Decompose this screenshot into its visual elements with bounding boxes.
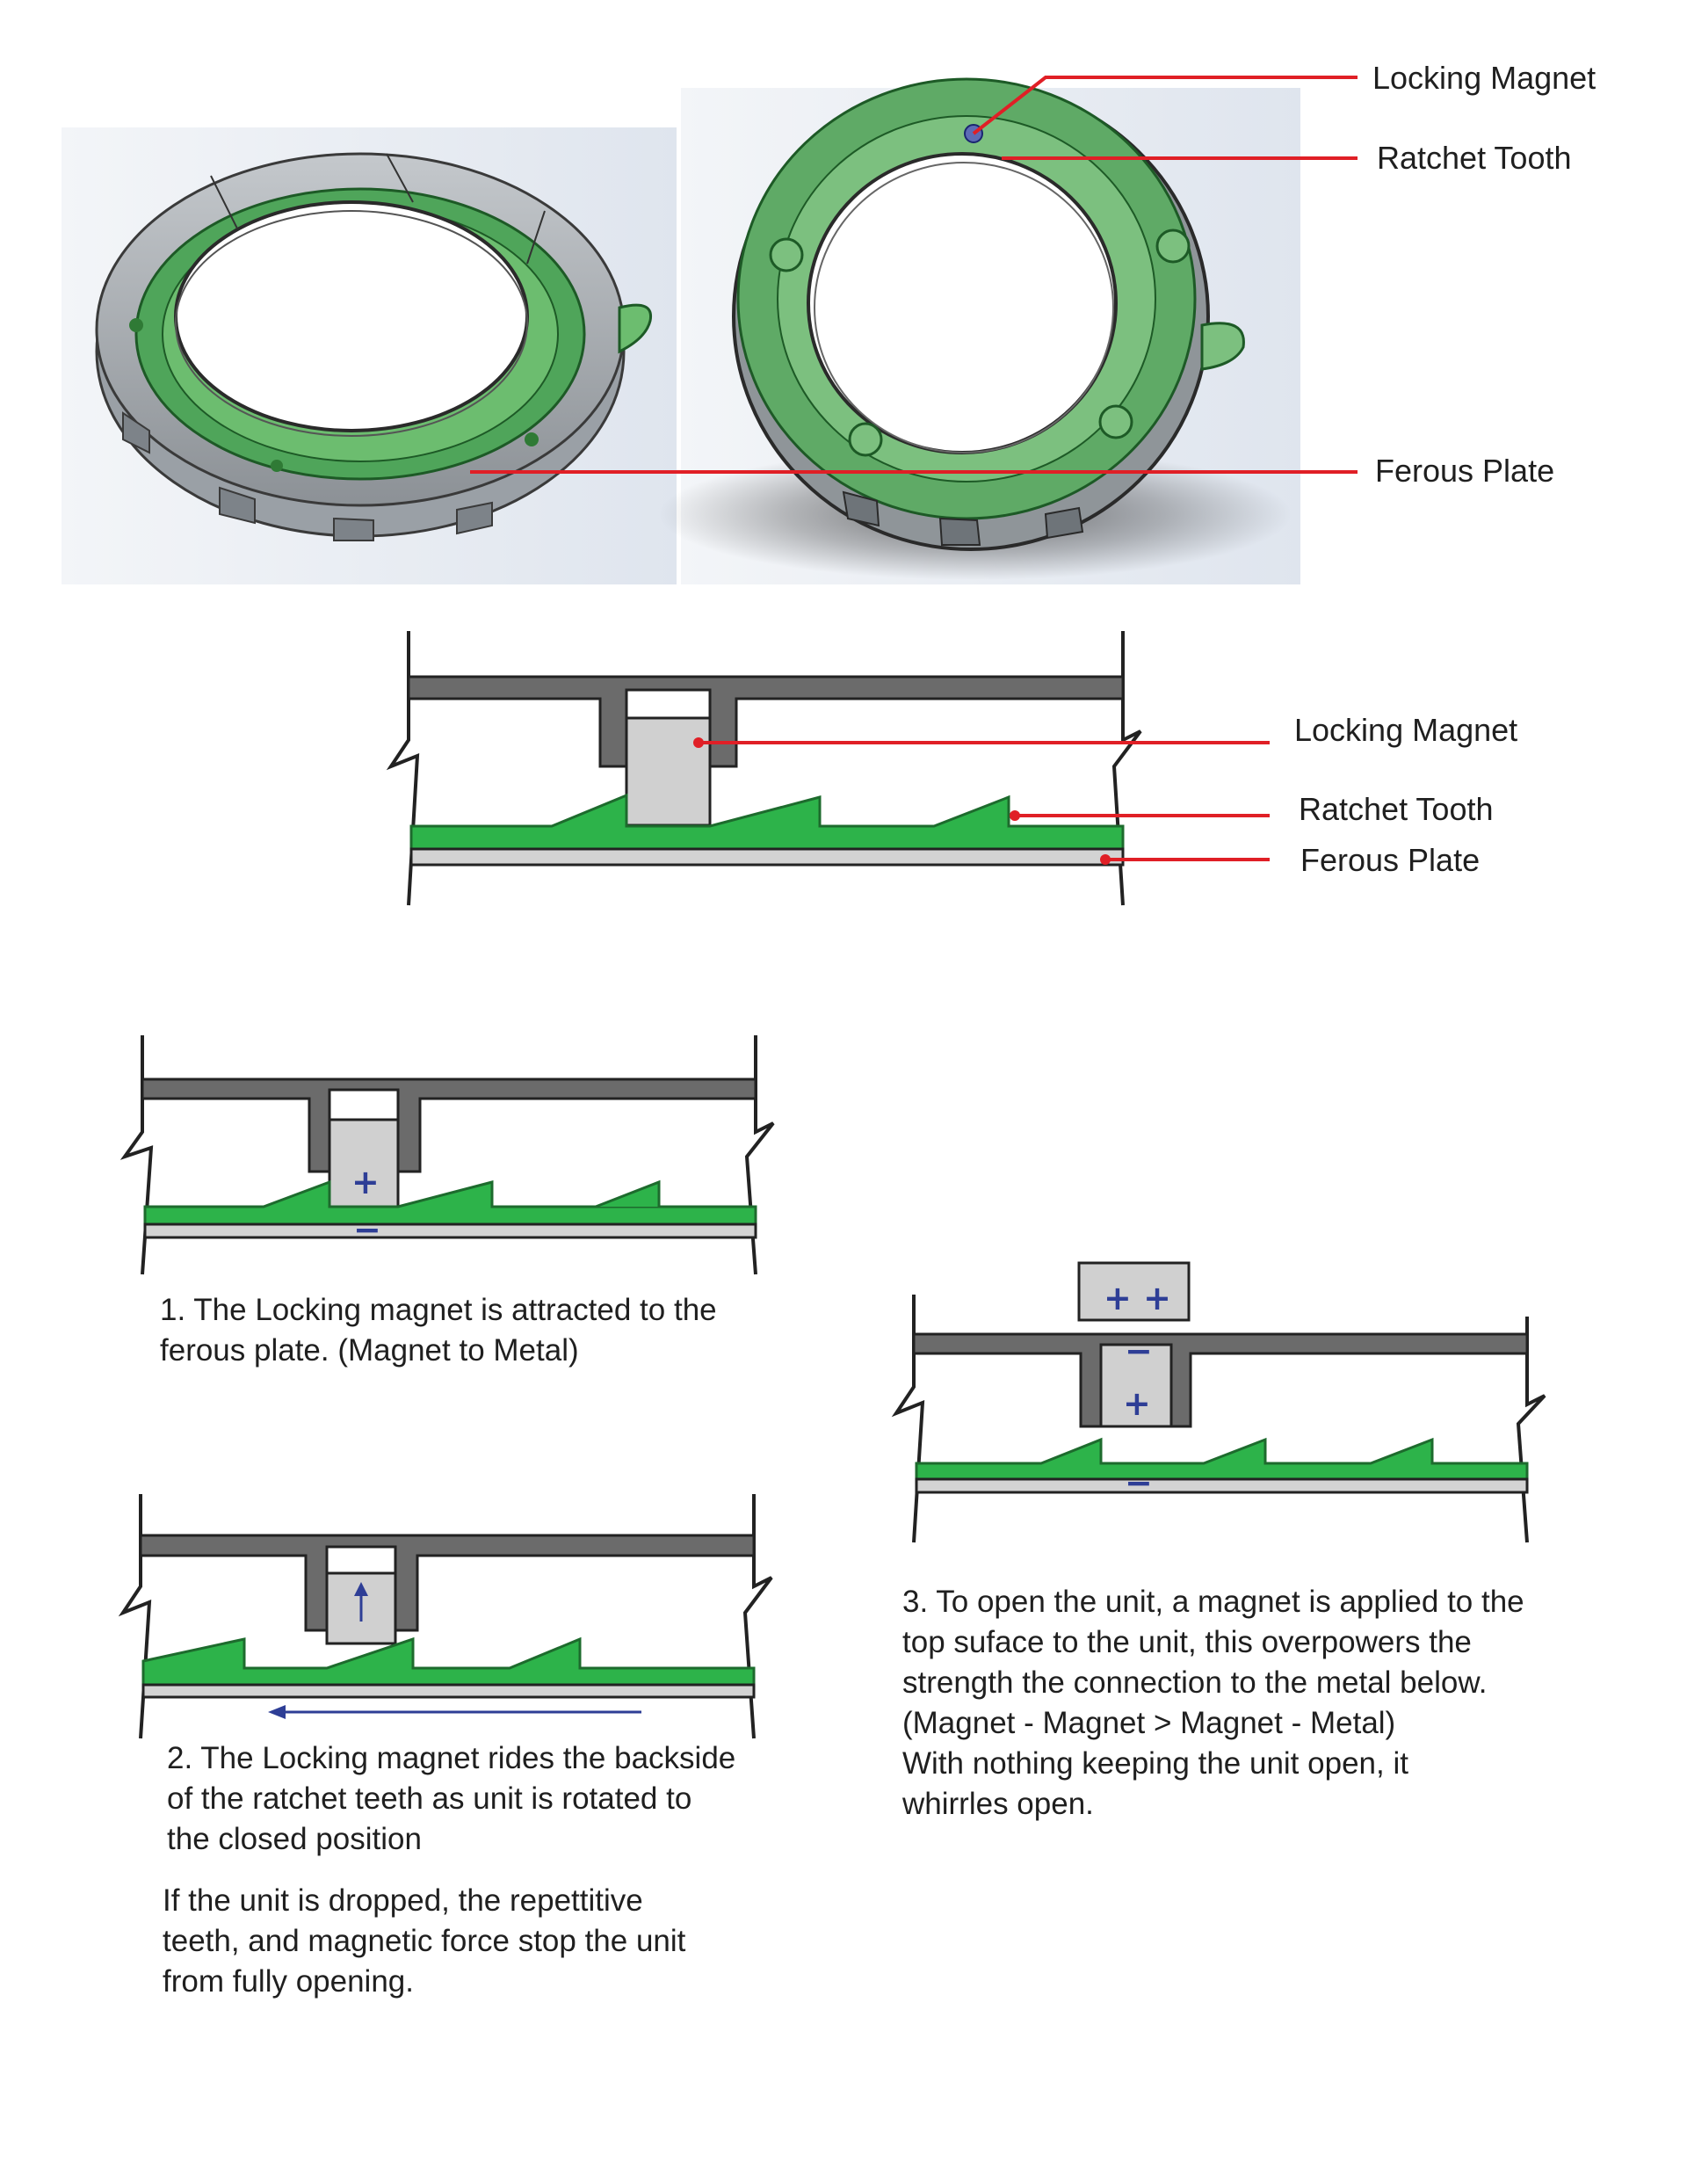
step3-magnet-plus-sign: + <box>1123 1384 1151 1423</box>
ring-render-right <box>659 77 1300 584</box>
step2-diagram <box>118 1494 773 1739</box>
section-label-locking-magnet: Locking Magnet <box>1294 712 1517 748</box>
cross-section-labelled <box>386 631 1270 906</box>
step1-caption: 1. The Locking magnet is attracted to th… <box>160 1293 717 1368</box>
up-arrow-icon <box>354 1582 368 1622</box>
section-label-ferous-plate: Ferous Plate <box>1300 842 1480 878</box>
step1-minus-sign: − <box>353 1210 381 1249</box>
step3-diagram <box>891 1261 1546 1543</box>
step3-caption: 3. To open the unit, a magnet is applied… <box>902 1585 1524 1821</box>
step3-magnet-minus-sign: − <box>1125 1331 1153 1370</box>
render-label-ferous-plate: Ferous Plate <box>1375 453 1554 489</box>
step1-plus-sign: + <box>351 1163 380 1201</box>
ring-render-left <box>62 127 677 584</box>
left-arrow-icon <box>268 1705 641 1719</box>
top-magnet-plus-signs: + + <box>1104 1279 1171 1317</box>
step2-note: If the unit is dropped, the repettitive … <box>163 1883 686 1999</box>
step2-caption: 2. The Locking magnet rides the backside… <box>167 1741 736 1856</box>
step1-diagram <box>119 1035 775 1275</box>
render-label-ratchet-tooth: Ratchet Tooth <box>1377 140 1571 176</box>
render-callouts <box>470 76 1358 474</box>
step3-plate-minus-sign: − <box>1125 1463 1153 1502</box>
render-label-locking-magnet: Locking Magnet <box>1372 60 1596 96</box>
section-label-ratchet-tooth: Ratchet Tooth <box>1299 791 1493 827</box>
